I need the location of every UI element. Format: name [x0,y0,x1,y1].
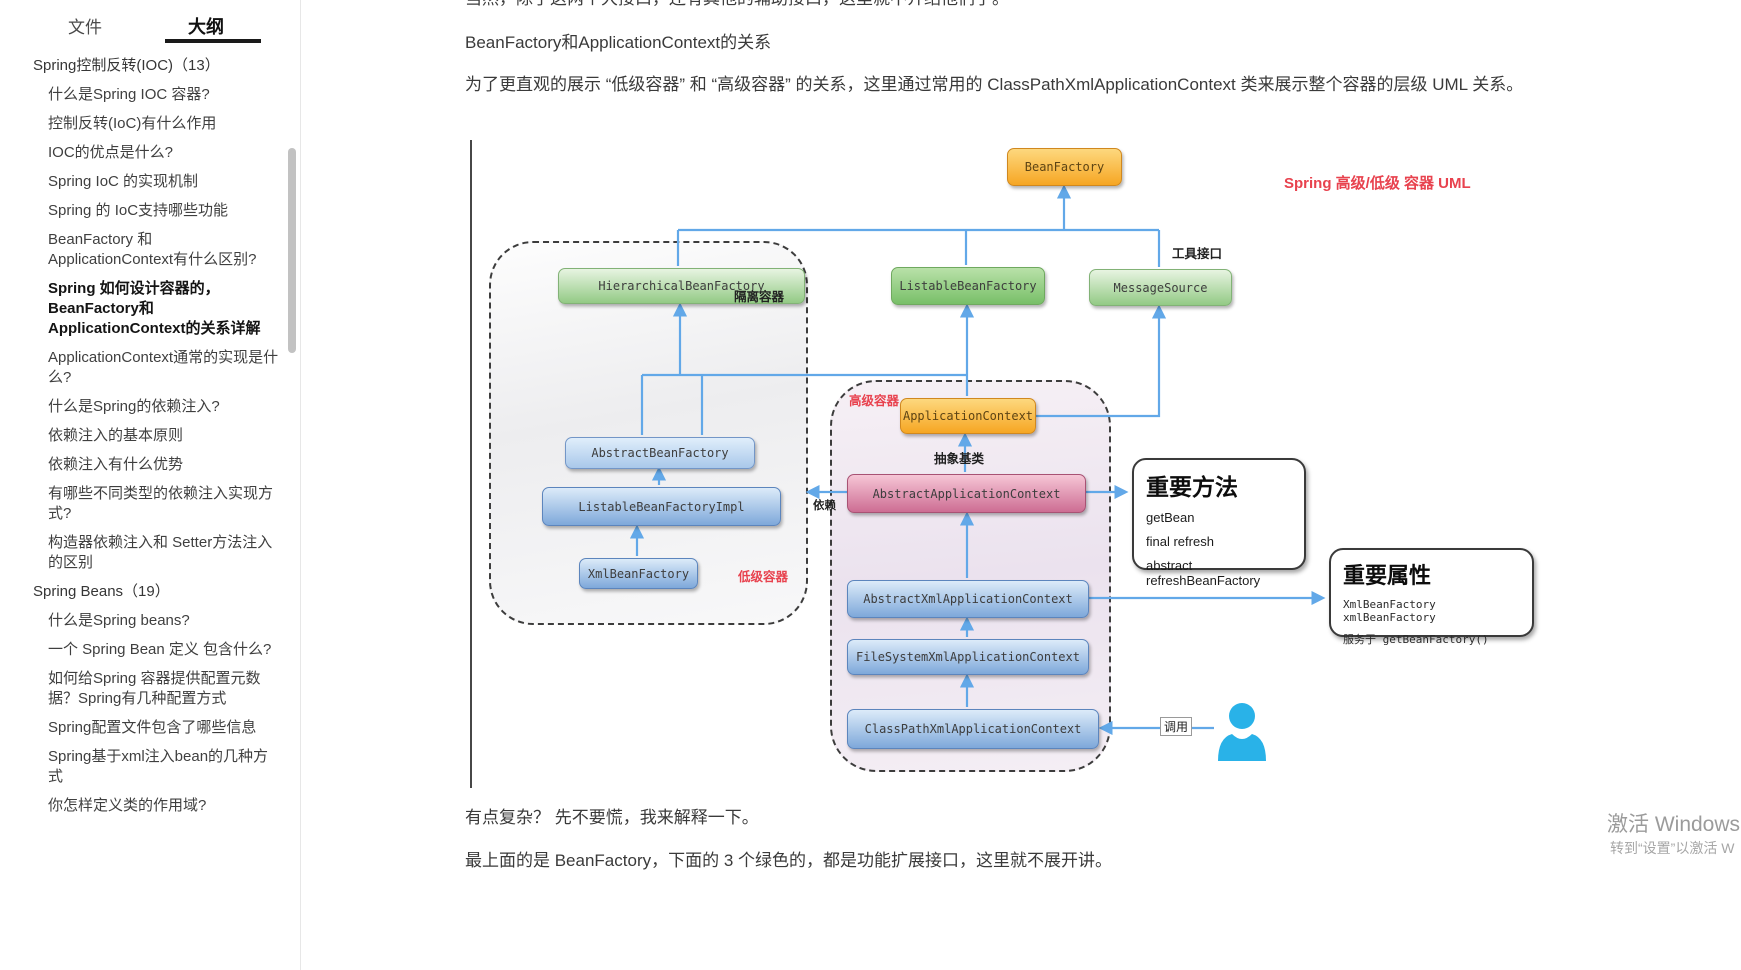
outline-item[interactable]: Spring 如何设计容器的，BeanFactory和ApplicationCo… [48,280,261,337]
uml-node-listablebeanfactoryimpl: ListableBeanFactoryImpl [542,487,781,526]
outline-item[interactable]: Spring IoC 的实现机制 [48,173,199,190]
uml-node-abstractbeanfactory: AbstractBeanFactory [565,437,755,469]
outline-item[interactable]: 控制反转(IoC)有什么作用 [48,115,217,132]
outline-item[interactable]: 有哪些不同类型的依赖注入实现方式? [48,485,274,522]
important-methods-box: 重要方法 getBean final refresh abstract refres… [1132,458,1306,588]
explanation-text-1: 有点复杂？ 先不要慌，我来解释一下。 [465,808,759,827]
uml-node-messagesource: MessageSource [1089,269,1232,306]
outline-item[interactable]: 依赖注入的基本原则 [48,427,184,444]
uml-node-abstractxmlapplicationcontext: AbstractXmlApplicationContext [847,580,1089,618]
label-abstract-base-class: 抽象基类 [934,452,985,466]
important-method-item: abstract refreshBeanFactory [1146,558,1261,588]
outline-item[interactable]: 构造器依赖注入和 Setter方法注入的区别 [48,534,273,571]
high-level-container-group [830,380,1111,772]
label-invoke: 调用 [1160,717,1193,736]
outline-item[interactable]: IOC的优点是什么? [48,144,174,161]
uml-node-hierarchicalbeanfactory: HierarchicalBeanFactory [558,268,805,304]
important-methods-title: 重要方法 [1146,474,1238,500]
outline-item[interactable]: 什么是Spring IOC 容器? [48,86,210,103]
important-property-item: XmlBeanFactory xmlBeanFactory [1343,598,1436,624]
outline-item[interactable]: Spring Beans（19） [33,583,170,600]
activate-windows-subtext: 转到“设置”以激活 W [1610,840,1735,856]
tab-outline[interactable]: 大纲 [188,17,224,37]
important-properties-list: XmlBeanFactory xmlBeanFactory 服务于 getBean… [1343,598,1520,647]
important-methods-list: getBean final refresh abstract refreshBean… [1146,510,1292,588]
uml-node-filesystemxmlapplicationcontext: FileSystemXmlApplicationContext [847,639,1089,675]
section-heading: BeanFactory和ApplicationContext的关系 [465,33,772,52]
label-low-level-container: 低级容器 [738,570,789,584]
outline-item[interactable]: 什么是Spring的依赖注入? [48,398,220,415]
uml-node-xmlbeanfactory: XmlBeanFactory [579,558,698,589]
important-method-item: getBean [1146,510,1195,525]
uml-diagram: Spring 高级/低级 容器 UML BeanFactory Hierarch… [470,140,1547,788]
important-properties-box: 重要属性 XmlBeanFactory xmlBeanFactory 服务于 ge… [1329,548,1534,646]
uml-node-listablebeanfactory: ListableBeanFactory [891,267,1045,305]
label-tool-interface: 工具接口 [1172,247,1223,261]
uml-node-beanfactory: BeanFactory [1007,148,1122,186]
sidebar-tabs: 文件 大纲 [0,0,300,52]
outline-item[interactable]: 你怎样定义类的作用域? [48,797,207,814]
intro-paragraph: 为了更直观的展示 “低级容器” 和 “高级容器” 的关系，这里通过常用的 Cla… [465,75,1524,94]
active-tab-indicator [165,39,261,43]
outline-item[interactable]: 依赖注入有什么优势 [48,456,184,473]
tab-file[interactable]: 文件 [68,18,102,37]
outline-item[interactable]: Spring配置文件包含了哪些信息 [48,719,257,736]
uml-node-applicationcontext: ApplicationContext [900,398,1036,434]
outline-sidebar: 文件 大纲 Spring控制反转(IOC)（13） 什么是Spring IOC 容… [0,0,301,970]
user-person-icon [1218,703,1266,761]
outline-item[interactable]: ApplicationContext通常的实现是什么? [48,349,279,386]
label-depends: 依赖 [813,500,836,512]
explanation-text-2: 最上面的是 BeanFactory，下面的 3 个绿色的，都是功能扩展接口，这里… [465,851,1113,870]
label-isolated-container: 隔离容器 [734,290,785,304]
uml-node-classpathxmlapplicationcontext: ClassPathXmlApplicationContext [847,709,1099,749]
clipped-paragraph: 当然，除了这两个大接口，还有其他的辅助接口，这里就不介绍他们了。 [465,0,1009,9]
diagram-title: Spring 高级/低级 容器 UML [1284,175,1471,192]
document-content: 当然，除了这两个大接口，还有其他的辅助接口，这里就不介绍他们了。 BeanFac… [301,0,1741,970]
outline-list: Spring控制反转(IOC)（13） 什么是Spring IOC 容器? 控制反转… [0,56,286,825]
important-property-item: 服务于 getBeanFactory() [1343,633,1489,646]
outline-item[interactable]: Spring 的 IoC支持哪些功能 [48,202,229,219]
uml-connector-lines [629,184,1326,736]
sidebar-scrollbar[interactable] [288,148,296,353]
activate-windows-watermark: 激活 Windows [1607,813,1741,836]
important-properties-title: 重要属性 [1343,563,1432,588]
outline-item[interactable]: 一个 Spring Bean 定义 包含什么? [48,641,272,658]
label-high-level-container: 高级容器 [849,394,900,408]
outline-item[interactable]: 什么是Spring beans? [48,612,190,629]
outline-item[interactable]: 如何给Spring 容器提供配置元数据？Spring有几种配置方式 [48,670,261,707]
uml-node-abstractapplicationcontext: AbstractApplicationContext [847,474,1086,513]
outline-item[interactable]: Spring基于xml注入bean的几种方式 [48,748,269,785]
outline-item[interactable]: Spring控制反转(IOC)（13） [33,57,220,74]
important-method-item: final refresh [1146,534,1214,549]
outline-item[interactable]: BeanFactory 和 ApplicationContext有什么区别? [48,231,257,268]
